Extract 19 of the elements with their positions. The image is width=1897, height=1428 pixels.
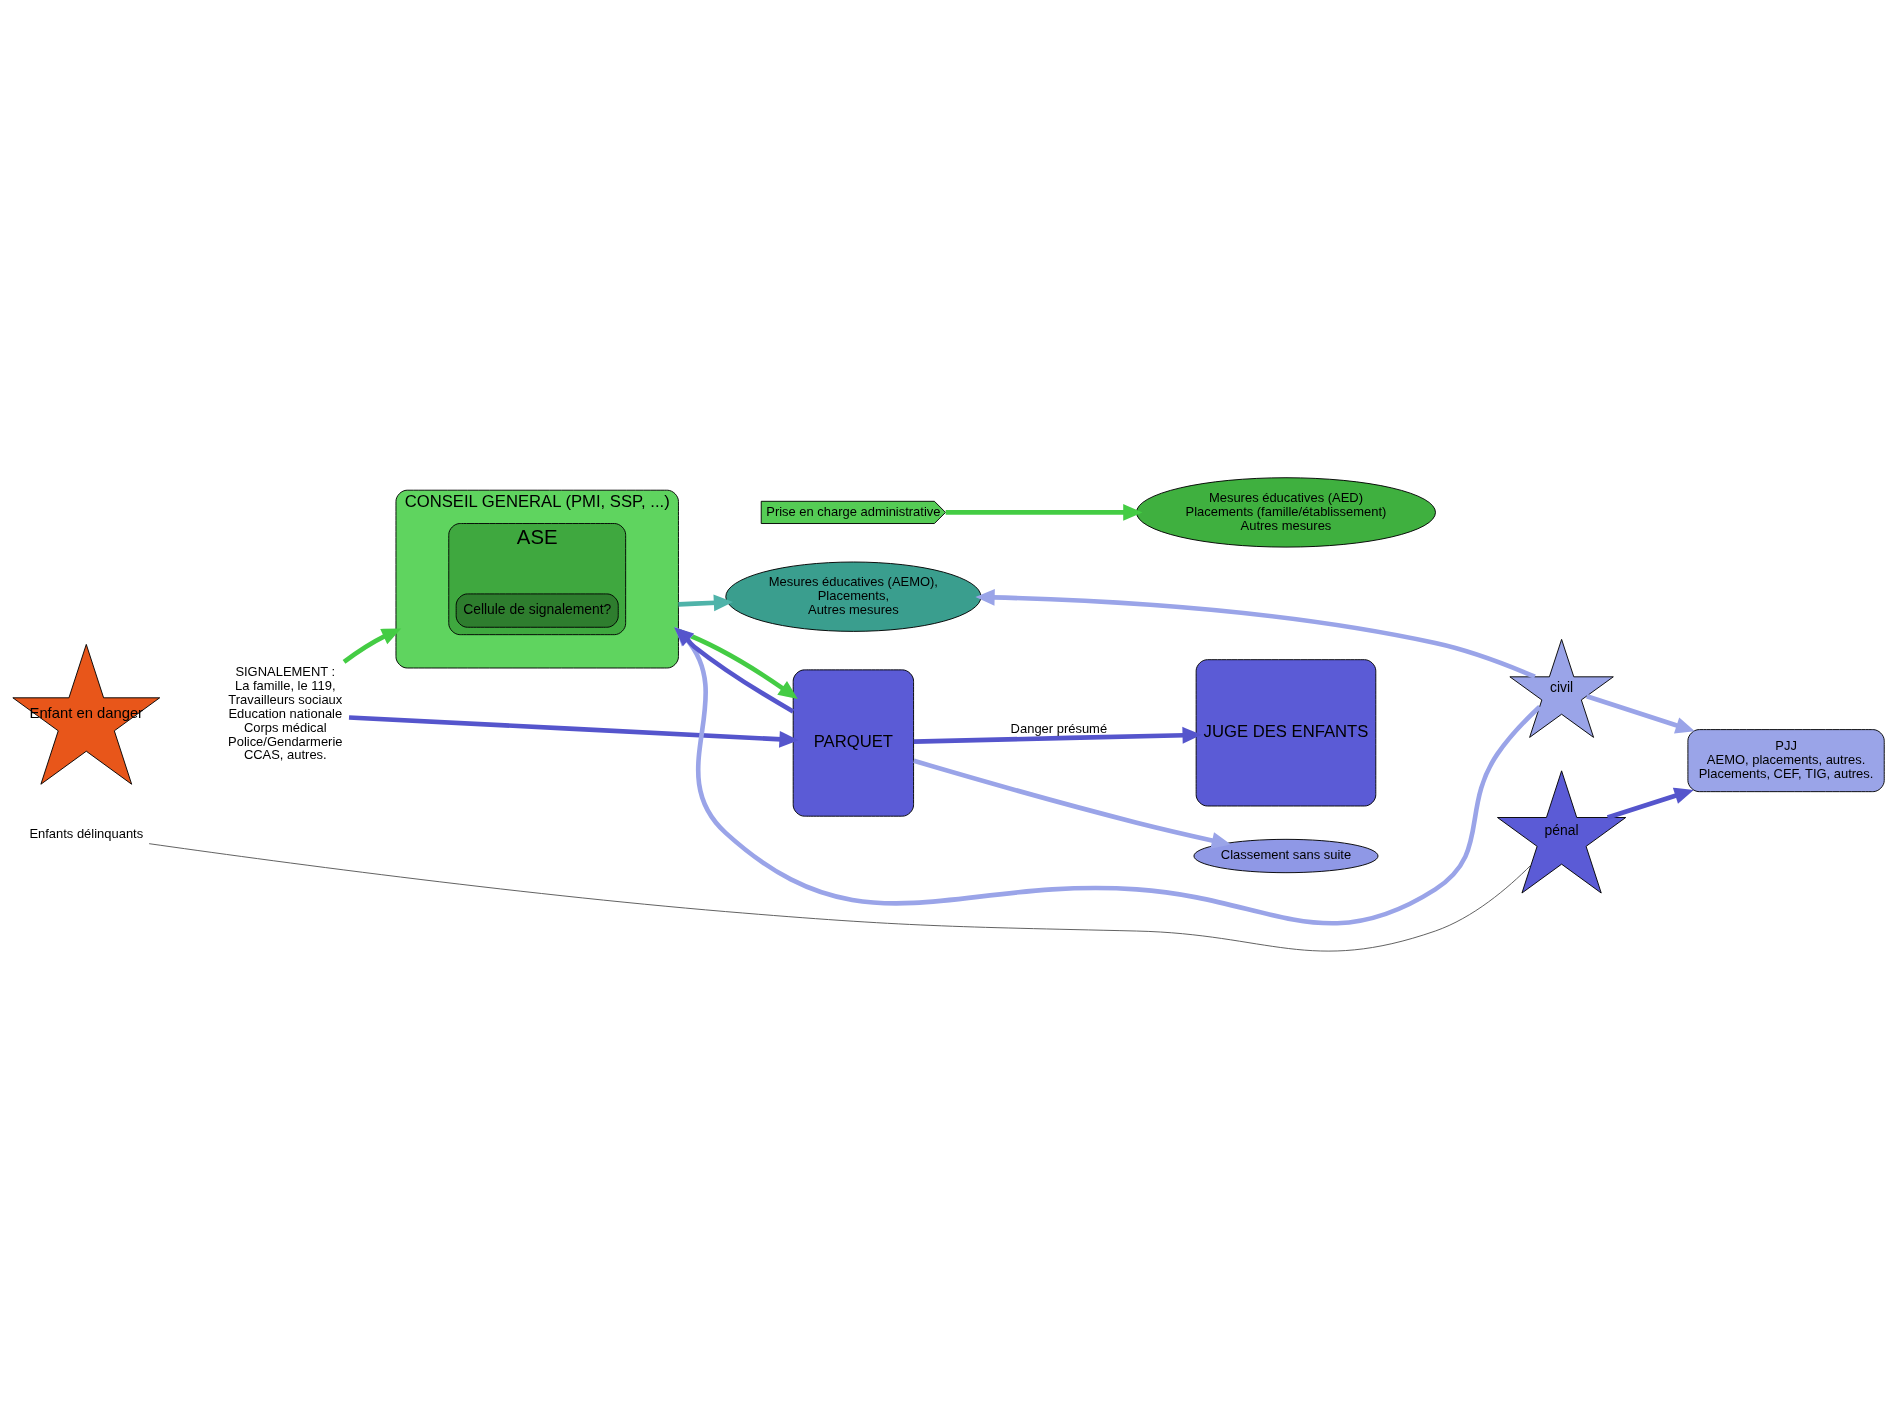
node-box: Cellule de signalement?: [455, 592, 619, 628]
arrow: [678, 593, 733, 611]
arrow: [975, 588, 1536, 679]
arrow: [913, 758, 1231, 849]
node-box: PARQUET: [792, 668, 915, 817]
node-box: JUGE DES ENFANTS: [1195, 658, 1377, 806]
edge-label: Danger présumé: [1010, 720, 1108, 736]
arrow: [1606, 787, 1694, 820]
connector: [148, 842, 1532, 952]
node-text: Enfants délinquants: [29, 825, 144, 841]
arrow: [945, 503, 1143, 521]
node-ellipse: Mesures éducatives (AED) Placements (famille/établissement) Autres mesures: [1136, 476, 1436, 548]
node-ellipse: Classement sans suite: [1193, 838, 1379, 873]
node-box: PJJ AEMO, placements, autres. Placements, CEF, TIG, autres.: [1687, 728, 1885, 792]
node-text: SIGNALEMENT : La famille, le 119, Travailleurs sociaux Education nationale Corps médical Police/Gendarmerie CCAS, autres.: [228, 663, 343, 762]
arrow: [348, 714, 799, 748]
arrow: [342, 628, 402, 664]
arrow: [913, 726, 1202, 744]
node-ellipse: Mesures éducatives (AEMO), Placements, Autres mesures: [725, 561, 982, 632]
